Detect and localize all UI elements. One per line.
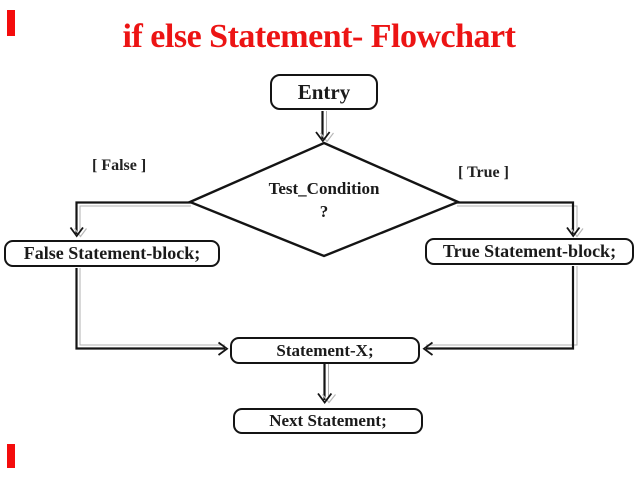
node-true-statement-block: True Statement-block;: [425, 238, 634, 265]
condition-label: Test_Condition: [268, 179, 380, 198]
node-statement-x-label: Statement-X;: [276, 340, 374, 360]
node-condition-text: Test_Condition ?: [240, 176, 408, 223]
arrowhead-down-echo-icon: [74, 228, 87, 238]
arrowhead-down-icon: [315, 131, 331, 143]
condition-question-mark: ?: [319, 202, 329, 221]
arrowhead-left-icon: [422, 341, 434, 356]
arrowhead-right-icon: [217, 341, 229, 356]
red-corner-bar-bottom: [7, 444, 15, 468]
connector-false-to-statementx: [75, 268, 229, 356]
node-next-statement: Next Statement;: [233, 408, 423, 434]
arrowhead-down-echo-icon: [570, 228, 584, 238]
page-title: if else Statement- Flowchart: [122, 18, 516, 55]
branch-label-true: [ True ]: [458, 164, 509, 181]
node-false-statement-block: False Statement-block;: [4, 240, 220, 267]
arrowhead-down-icon: [69, 226, 84, 238]
condition-diamond: [186, 141, 462, 258]
arrowhead-down-icon: [317, 392, 333, 405]
node-true-label: True Statement-block;: [442, 241, 617, 261]
arrowhead-down-icon: [566, 226, 581, 238]
node-entry-label: Entry: [297, 79, 351, 104]
connector-statementx-to-next: [317, 364, 336, 405]
arrowhead-down-echo-icon: [320, 132, 334, 143]
connector-condition-to-false: [69, 201, 191, 238]
node-entry: Entry: [270, 74, 378, 110]
node-next-statement-label: Next Statement;: [269, 411, 387, 430]
connector-condition-to-true: [457, 201, 584, 238]
node-statement-x: Statement-X;: [230, 337, 420, 364]
arrowhead-down-echo-icon: [322, 394, 336, 404]
connector-entry-to-condition: [315, 111, 334, 143]
node-false-label: False Statement-block;: [23, 243, 201, 263]
red-corner-bar-top: [7, 10, 15, 36]
connector-true-to-statementx: [422, 266, 578, 356]
branch-label-false: [ False ]: [92, 157, 147, 174]
